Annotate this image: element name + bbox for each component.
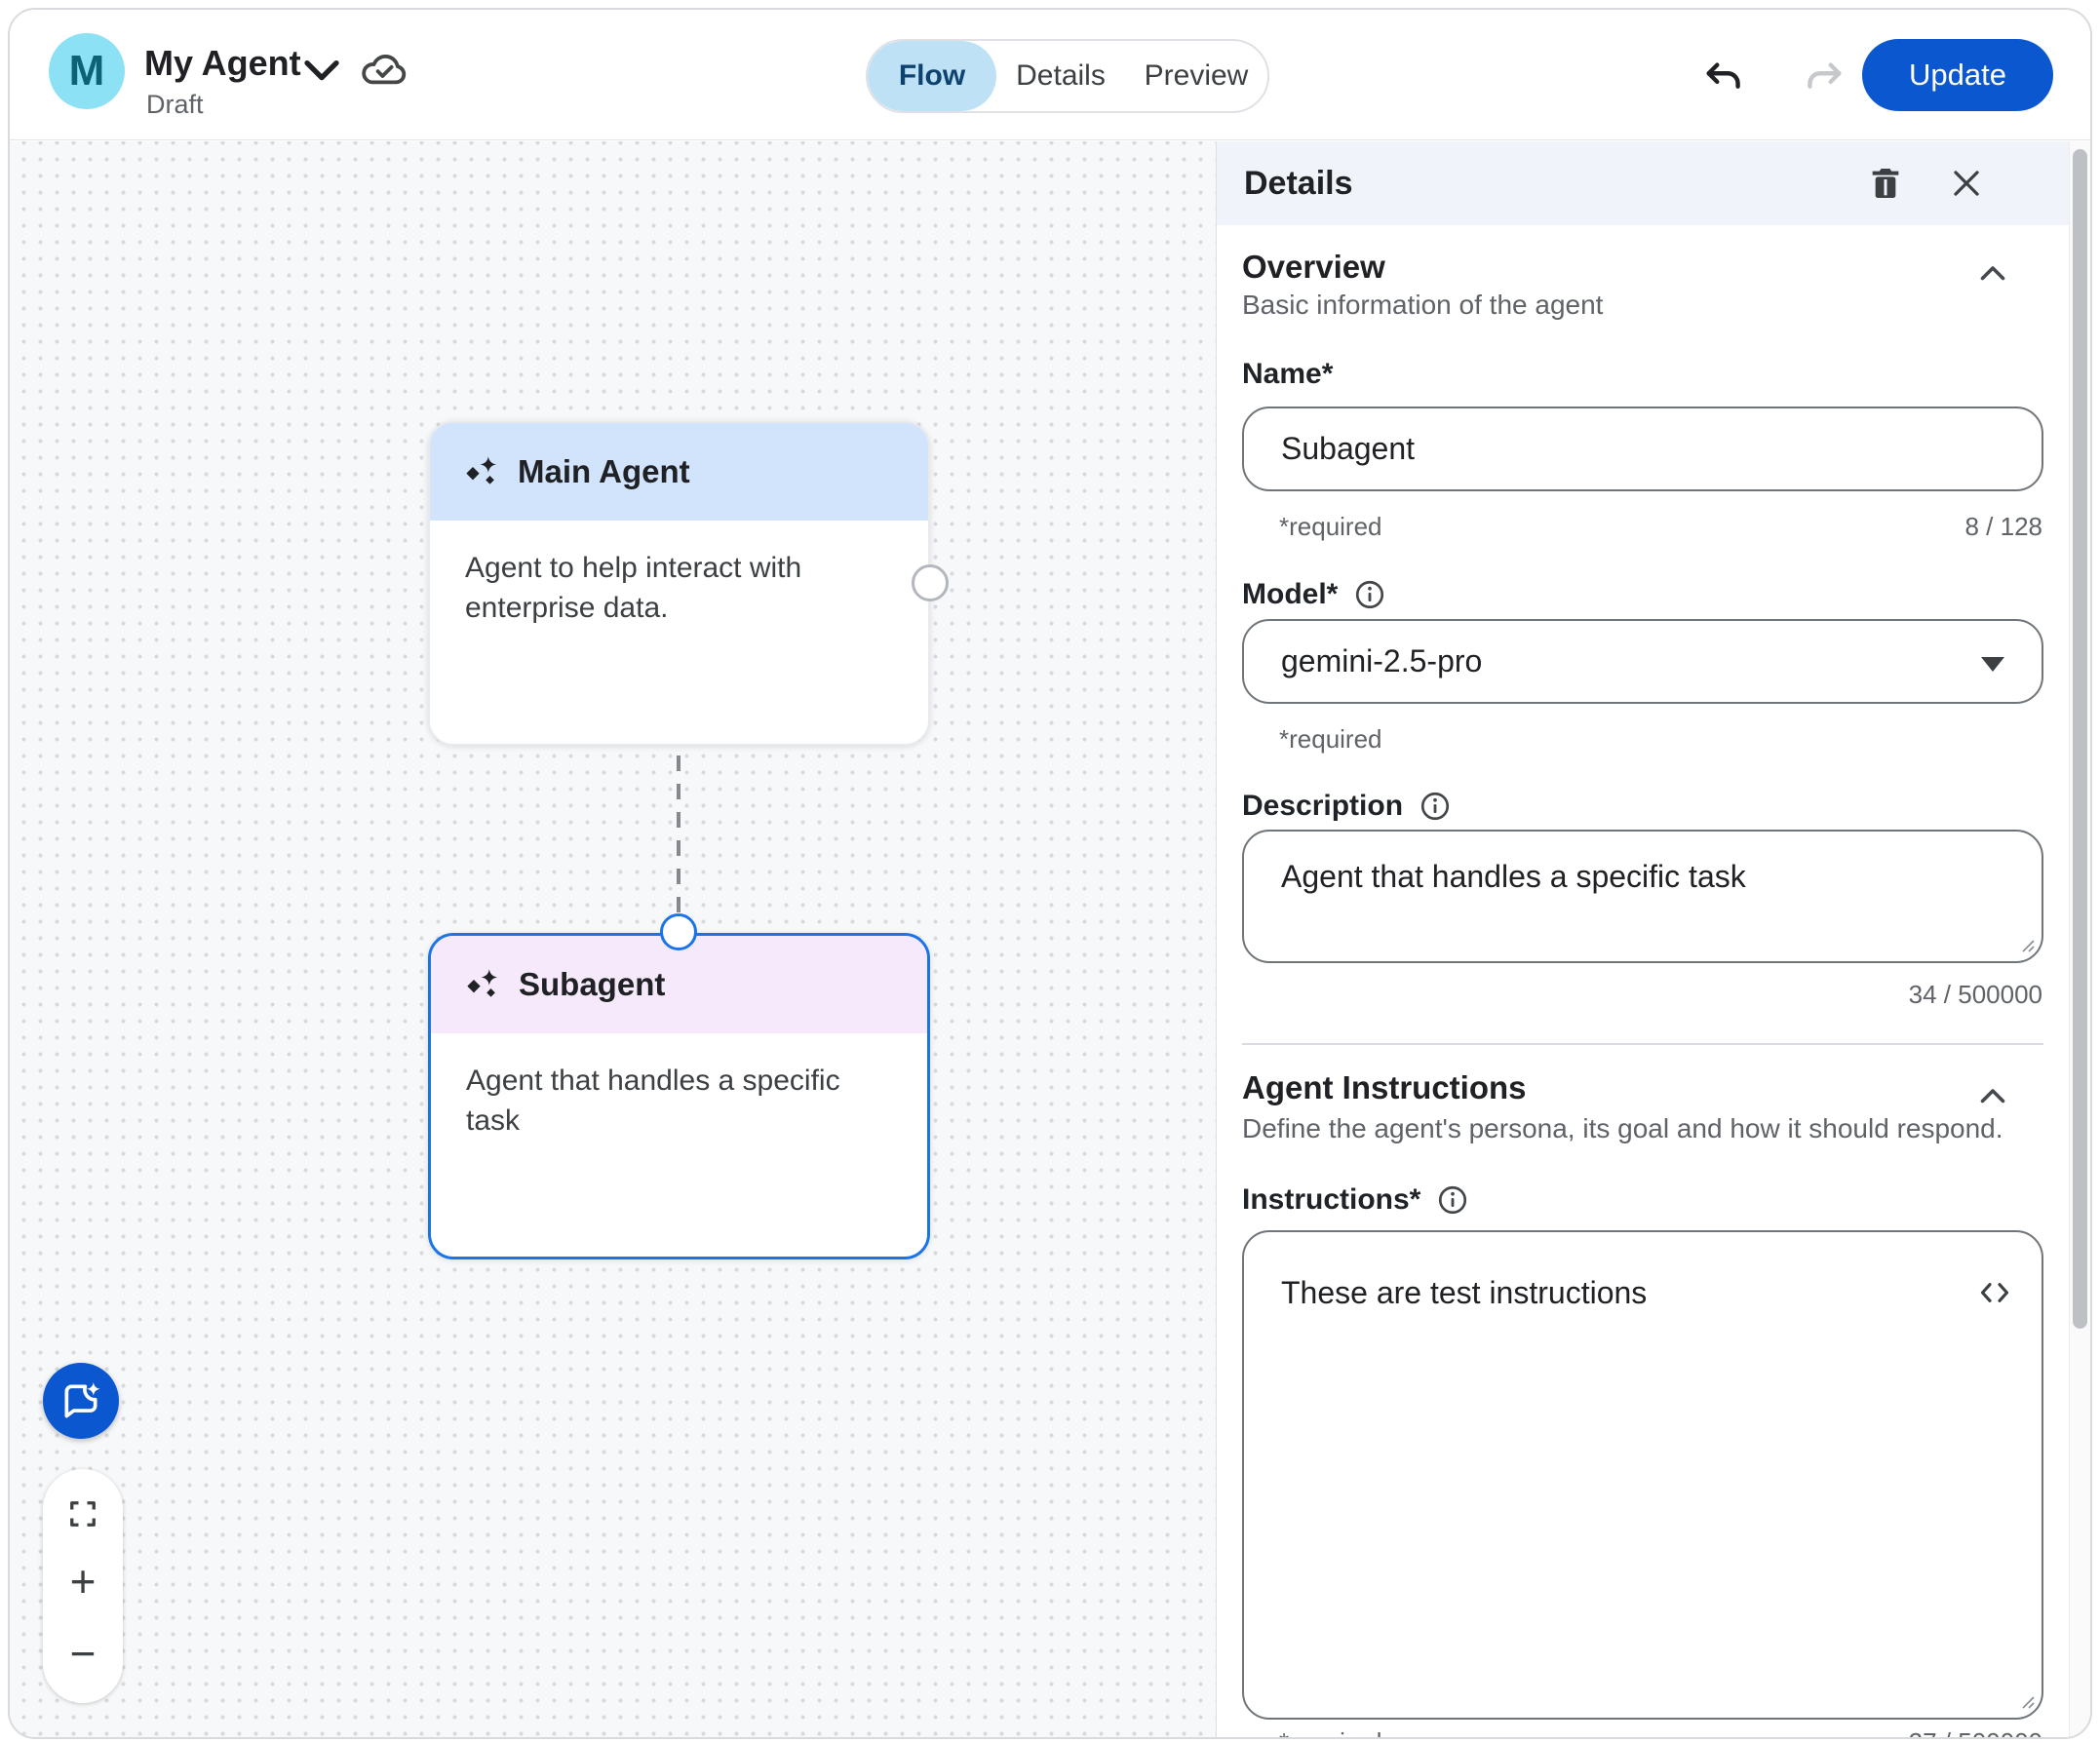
connection-port-right[interactable]	[912, 564, 949, 601]
node-title: Main Agent	[518, 453, 690, 489]
node-subagent-header: Subagent	[431, 936, 927, 1033]
instructions-textarea[interactable]: These are test instructions	[1242, 1230, 2043, 1720]
view-switcher: Flow Details Preview	[866, 39, 1269, 113]
info-icon[interactable]	[1353, 578, 1386, 611]
chevron-down-icon[interactable]	[302, 57, 341, 86]
name-input[interactable]	[1242, 407, 2043, 491]
app-window: M My Agent Draft Flow Details Preview	[8, 8, 2092, 1739]
overview-heading: Overview	[1242, 249, 1385, 285]
chat-sparkle-icon	[59, 1379, 102, 1422]
tab-details[interactable]: Details	[1016, 59, 1106, 92]
top-header: M My Agent Draft Flow Details Preview	[10, 10, 2090, 140]
instructions-char-counter: 27 / 500000	[1909, 1727, 2042, 1737]
fit-screen-icon[interactable]	[65, 1496, 100, 1531]
node-description: Agent to help interact with enterprise d…	[465, 552, 802, 625]
model-required-hint: *required	[1279, 724, 1382, 754]
instructions-required-hint: *required	[1279, 1727, 1382, 1737]
chevron-up-icon[interactable]	[1975, 1079, 2010, 1114]
chevron-up-icon[interactable]	[1975, 256, 2010, 291]
details-panel-header: Details	[1217, 141, 2090, 225]
cloud-saved-icon	[359, 47, 409, 90]
zoom-out-icon[interactable]: −	[69, 1628, 97, 1679]
zoom-in-icon[interactable]: +	[69, 1556, 97, 1607]
name-label: Name*	[1242, 358, 1334, 390]
sparkle-icon	[464, 965, 503, 1004]
tab-preview[interactable]: Preview	[1144, 59, 1249, 92]
panel-title: Details	[1244, 164, 1353, 202]
ai-feedback-button[interactable]	[43, 1363, 119, 1439]
close-icon[interactable]	[1948, 165, 1985, 202]
node-main-agent-header: Main Agent	[430, 423, 928, 521]
node-main-agent[interactable]: Main Agent Agent to help interact with e…	[428, 421, 930, 746]
description-field-wrap: Agent that handles a specific task	[1242, 830, 2043, 963]
instructions-label: Instructions*	[1242, 1183, 1421, 1216]
status-badge: Draft	[146, 90, 204, 119]
info-icon[interactable]	[1436, 1183, 1469, 1217]
overview-subtitle: Basic information of the agent	[1242, 290, 1604, 320]
dropdown-caret-icon	[1981, 657, 2004, 672]
update-button[interactable]: Update	[1862, 39, 2053, 111]
model-label-row: Model*	[1242, 578, 1386, 611]
description-char-counter: 34 / 500000	[1908, 980, 2042, 1009]
redo-icon[interactable]	[1802, 57, 1847, 101]
panel-scrollbar[interactable]	[2069, 141, 2090, 1737]
instructions-label-row: Instructions*	[1242, 1183, 1469, 1217]
resize-handle-icon[interactable]	[2020, 938, 2036, 953]
model-label: Model*	[1242, 578, 1339, 610]
name-char-counter: 8 / 128	[1964, 512, 2042, 541]
node-subagent[interactable]: Subagent Agent that handles a specific t…	[428, 933, 930, 1259]
node-title: Subagent	[519, 966, 666, 1002]
instructions-heading: Agent Instructions	[1242, 1069, 1527, 1105]
node-connector-dashed	[677, 755, 681, 921]
code-icon[interactable]	[1975, 1273, 2014, 1312]
description-label: Description	[1242, 790, 1404, 822]
trash-icon[interactable]	[1866, 164, 1905, 203]
name-required-hint: *required	[1279, 512, 1382, 541]
section-divider	[1242, 1043, 2043, 1045]
model-selected-value: gemini-2.5-pro	[1281, 643, 1483, 678]
instructions-field-wrap: These are test instructions	[1242, 1230, 2043, 1720]
agent-avatar: M	[49, 33, 125, 109]
model-select[interactable]: gemini-2.5-pro	[1242, 619, 2043, 704]
instructions-subtitle: Define the agent's persona, its goal and…	[1242, 1113, 2003, 1143]
scrollbar-thumb[interactable]	[2073, 149, 2087, 1329]
agent-title: My Agent	[144, 43, 301, 83]
flow-canvas[interactable]: Main Agent Agent to help interact with e…	[10, 141, 1216, 1737]
info-icon[interactable]	[1419, 790, 1452, 823]
resize-handle-icon[interactable]	[2020, 1694, 2036, 1710]
node-description: Agent that handles a specific task	[466, 1065, 840, 1138]
avatar-letter: M	[68, 47, 105, 95]
name-label-row: Name*	[1242, 358, 1333, 391]
description-textarea[interactable]: Agent that handles a specific task	[1242, 830, 2043, 963]
description-label-row: Description	[1242, 790, 1452, 823]
canvas-zoom-toolbar: + −	[43, 1469, 123, 1703]
connection-port-top[interactable]	[660, 913, 697, 950]
sparkle-icon	[463, 452, 502, 491]
tab-flow[interactable]: Flow	[868, 41, 996, 111]
details-panel: Details Overview Basic information	[1216, 141, 2090, 1737]
undo-icon[interactable]	[1701, 57, 1746, 101]
